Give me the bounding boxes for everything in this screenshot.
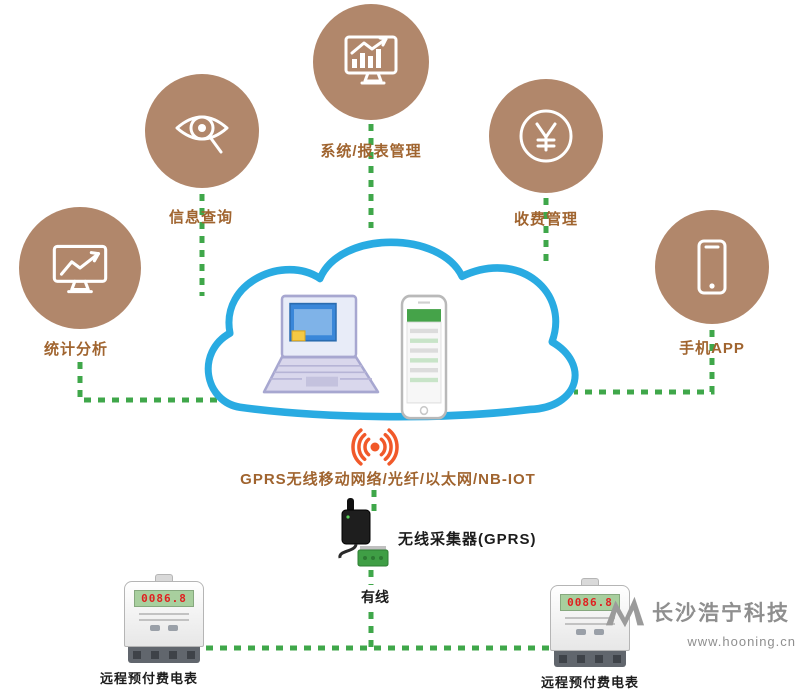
node-app xyxy=(655,210,769,324)
eye-search-icon xyxy=(175,115,229,154)
node-fees-label: 收费管理 xyxy=(513,211,578,228)
meter-buttons xyxy=(125,625,203,631)
smartphone-icon xyxy=(697,239,727,295)
node-stats-label: 统计分析 xyxy=(43,341,108,358)
meter-body: 0086.8 xyxy=(550,585,630,651)
monitor-barchart-icon xyxy=(344,35,398,85)
node-info-label: 信息查询 xyxy=(168,209,233,226)
node-system-label: 系统/报表管理 xyxy=(320,143,422,160)
yuan-sign-icon xyxy=(519,109,573,163)
meter-body: 0086.8 xyxy=(124,581,204,647)
meter-terminal-block xyxy=(128,647,200,663)
laptop-illustration xyxy=(262,294,380,394)
watermark: 长沙浩宁科技 www.hooning.cn xyxy=(604,592,796,649)
watermark-logo xyxy=(605,596,645,628)
meter-label-right: 远程预付费电表 xyxy=(540,675,639,690)
collector-device xyxy=(338,498,389,567)
meter-markings xyxy=(139,613,189,621)
smartphone-illustration xyxy=(400,294,448,420)
node-stats xyxy=(19,207,141,329)
meter-device-right: 0086.8 xyxy=(550,578,630,667)
node-fees xyxy=(489,79,603,193)
meter-device-left: 0086.8 xyxy=(124,574,204,663)
wired-label: 有线 xyxy=(344,585,406,609)
meter-display: 0086.8 xyxy=(134,590,194,607)
connector-app-cloud xyxy=(574,330,715,395)
meter-terminal-block xyxy=(554,651,626,667)
node-system xyxy=(313,4,429,120)
meter-hanger xyxy=(155,574,173,581)
meter-display: 0086.8 xyxy=(560,594,620,611)
meter-hanger xyxy=(581,578,599,585)
wifi-signal-icon xyxy=(351,428,399,466)
network-label: GPRS无线移动网络/光纤/以太网/NB-IOT xyxy=(240,471,536,488)
watermark-url: www.hooning.cn xyxy=(687,634,796,649)
meter-markings xyxy=(565,617,615,625)
cloud-shape xyxy=(204,238,579,421)
monitor-linechart-icon xyxy=(52,244,108,294)
watermark-company: 长沙浩宁科技 xyxy=(652,602,790,625)
node-app-label: 手机APP xyxy=(679,340,745,357)
collector-label: 无线采集器(GPRS) xyxy=(398,531,537,548)
meter-buttons xyxy=(551,629,629,635)
connector-stats-cloud xyxy=(77,362,218,403)
meter-label-left: 远程预付费电表 xyxy=(99,671,198,686)
cloud-outline xyxy=(204,238,579,421)
node-info xyxy=(145,74,259,188)
